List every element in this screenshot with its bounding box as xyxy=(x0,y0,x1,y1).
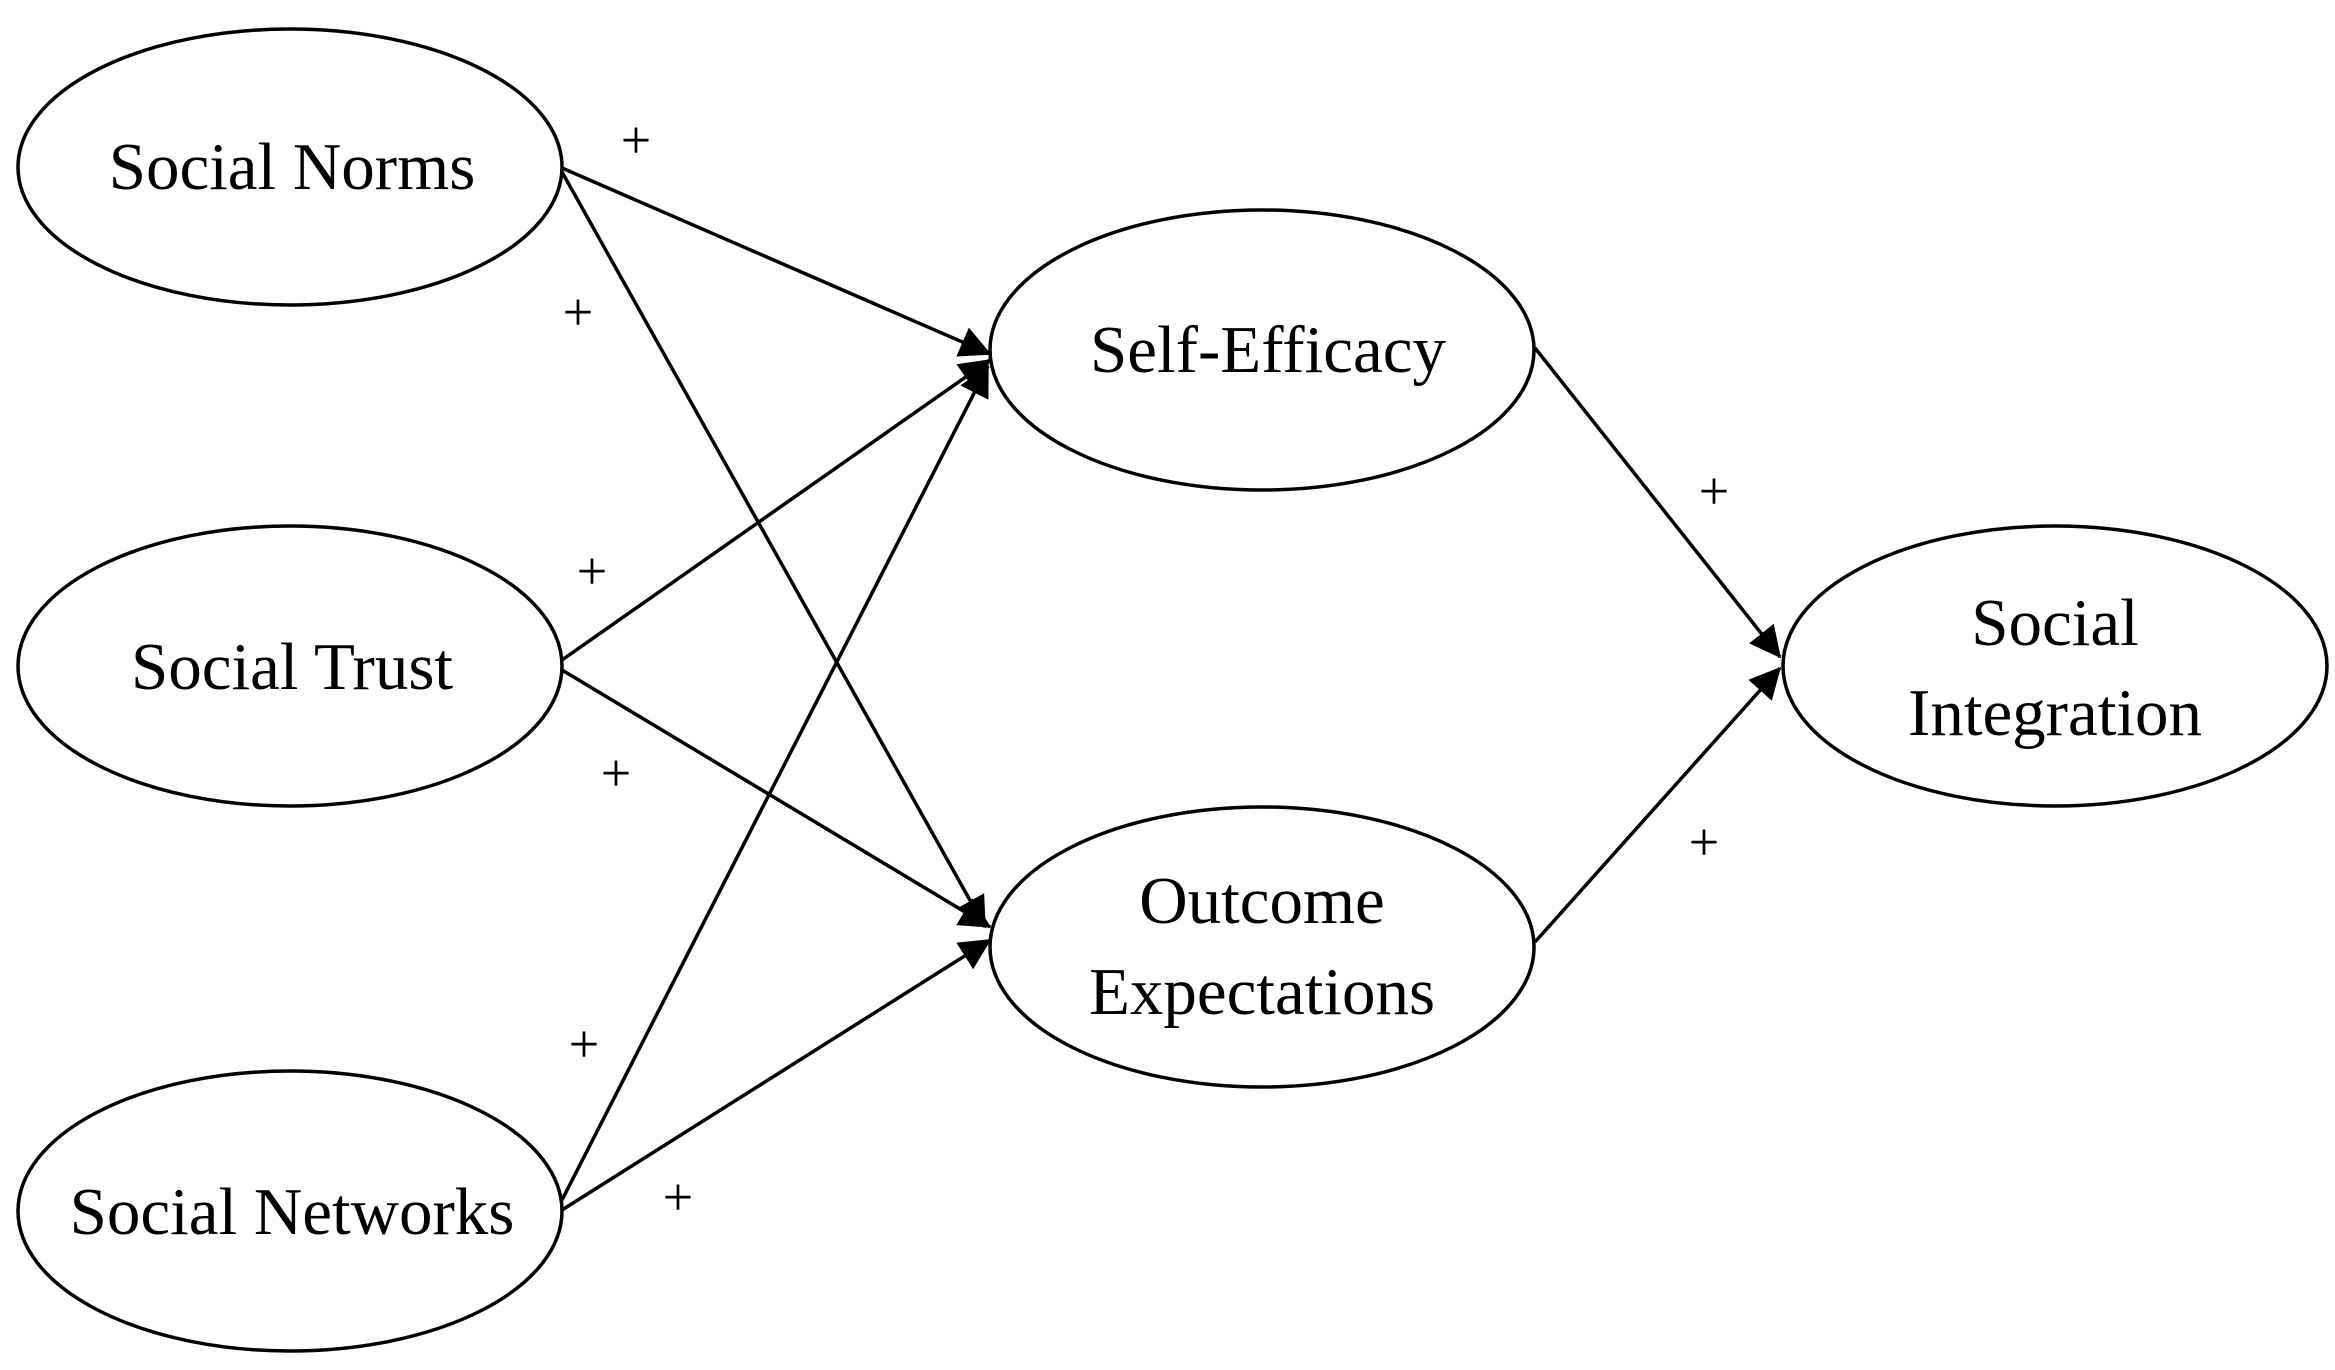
edge-outcome-expectations-to-social-integration xyxy=(1533,666,1782,944)
node-social-integration: Social Integration xyxy=(1781,524,2329,808)
node-self-efficacy-ellipse xyxy=(988,208,1536,492)
node-social-trust-label: Social Trust xyxy=(131,630,453,704)
node-self-efficacy-label: Self-Efficacy xyxy=(1090,313,1446,387)
node-outcome-expectations-label-line1: Outcome xyxy=(1139,864,1385,938)
sign-self-efficacy-to-social-integration: + xyxy=(1699,461,1729,521)
sign-social-networks-to-outcome-expectations: + xyxy=(663,1167,693,1227)
sign-social-norms-to-self-efficacy: + xyxy=(621,110,651,170)
node-social-networks-ellipse xyxy=(16,1069,564,1353)
edge-social-norms-to-outcome-expectations xyxy=(560,171,987,929)
edge-self-efficacy-to-social-integration xyxy=(1533,346,1782,659)
node-social-integration-label-line2: Integration xyxy=(1908,676,2202,750)
edges xyxy=(560,166,1782,1212)
node-social-networks-label: Social Networks xyxy=(70,1175,515,1249)
sign-social-trust-to-outcome-expectations: + xyxy=(601,743,631,803)
sign-social-norms-to-outcome-expectations: + xyxy=(563,282,593,342)
node-social-trust: Social Trust xyxy=(16,524,564,808)
node-social-networks: Social Networks xyxy=(16,1069,564,1353)
sign-social-trust-to-self-efficacy: + xyxy=(577,541,607,601)
node-outcome-expectations-label-line2: Expectations xyxy=(1089,955,1435,1029)
node-social-norms-label: Social Norms xyxy=(109,130,476,204)
edge-social-networks-to-outcome-expectations xyxy=(561,938,992,1212)
edge-social-norms-to-self-efficacy xyxy=(561,166,992,357)
node-self-efficacy: Self-Efficacy xyxy=(988,208,1536,492)
node-social-norms: Social Norms xyxy=(16,27,564,307)
edge-signs: + + + + + + + + xyxy=(563,110,1729,1227)
node-social-norms-ellipse xyxy=(16,27,564,307)
edge-social-trust-to-self-efficacy xyxy=(560,358,992,662)
node-outcome-expectations: Outcome Expectations xyxy=(988,805,1536,1089)
sign-social-networks-to-self-efficacy: + xyxy=(569,1014,599,1074)
node-social-integration-ellipse xyxy=(1781,524,2329,808)
node-outcome-expectations-ellipse xyxy=(988,805,1536,1089)
edge-social-trust-to-outcome-expectations xyxy=(561,668,992,929)
sign-outcome-expectations-to-social-integration: + xyxy=(1689,812,1719,872)
edge-social-networks-to-self-efficacy xyxy=(560,364,990,1201)
node-social-integration-label-line1: Social xyxy=(1971,586,2138,660)
node-social-trust-ellipse xyxy=(16,524,564,808)
